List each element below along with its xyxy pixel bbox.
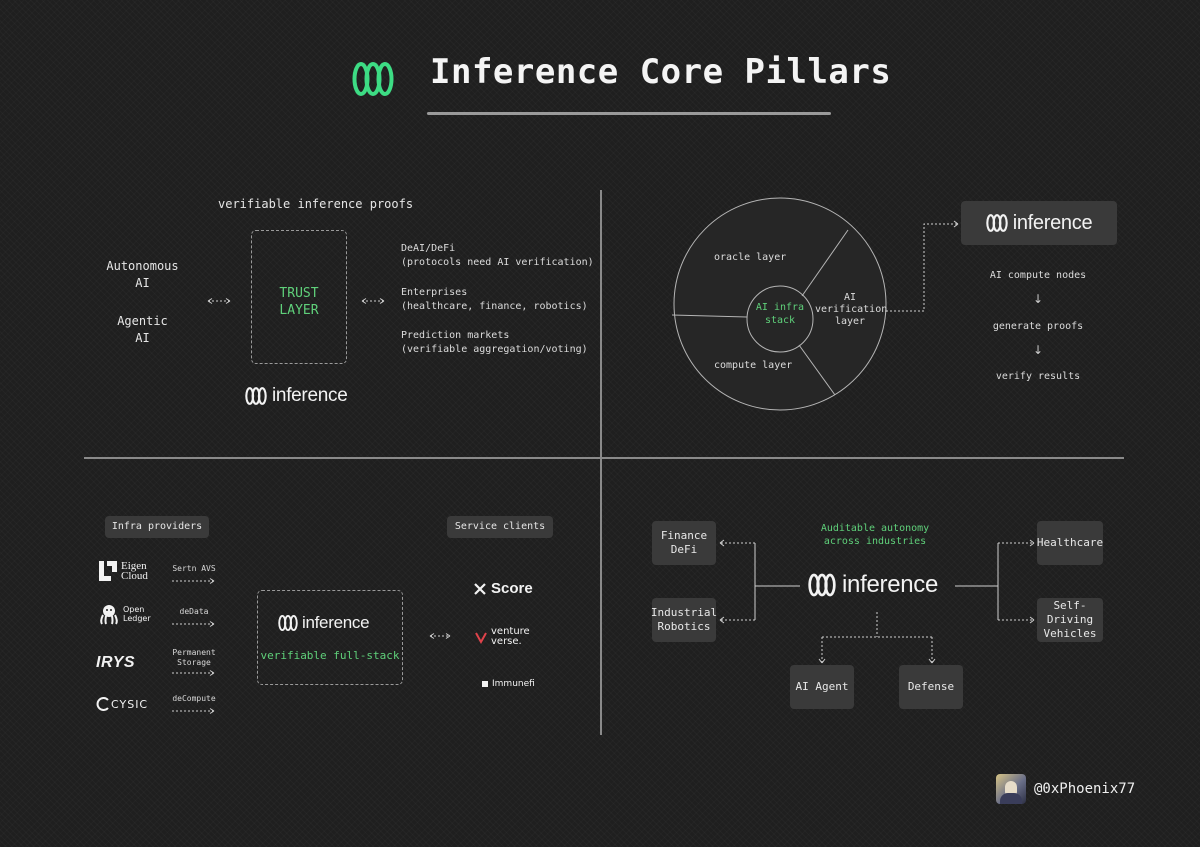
verifiable-full-stack-label: verifiable full-stack <box>260 649 400 662</box>
compute-layer-label: compute layer <box>714 360 793 371</box>
provider-arrow <box>172 621 215 627</box>
page-title: Inference Core Pillars <box>430 52 892 92</box>
arrow-label-dedata: deData <box>179 607 209 616</box>
flow-generate-proofs: generate proofs <box>992 321 1084 332</box>
author-handle: @0xPhoenix77 <box>1034 781 1136 797</box>
arrow-label-decompute: deCompute <box>172 694 216 703</box>
score-logo-icon <box>474 582 486 595</box>
industry-healthcare: Healthcare <box>1037 521 1103 565</box>
client-venture-verse: venture verse. <box>475 627 530 647</box>
flow-verify-results: verify results <box>995 371 1081 382</box>
use-case-prediction: Prediction markets (verifiable aggregati… <box>401 330 588 355</box>
ai-verification-layer-label: AI verification layer <box>815 292 888 327</box>
q4-inference-logo: inference <box>808 571 938 599</box>
inference-wordmark: inference <box>272 385 348 406</box>
infra-providers-title: Infra providers <box>105 516 209 538</box>
inference-logo-icon <box>352 62 394 96</box>
infra-stack-diagram <box>671 197 887 411</box>
provider-arrow <box>172 708 215 714</box>
trust-layer-label: TRUST LAYER <box>279 286 319 318</box>
service-clients-title: Service clients <box>447 516 553 538</box>
divider-vertical <box>600 190 602 735</box>
client-immunefi: Immunefi <box>481 679 535 689</box>
provider-irys: IRYS <box>96 654 136 671</box>
divider-horizontal <box>84 457 1124 459</box>
use-case-deai: DeAI/DeFi (protocols need AI verificatio… <box>401 243 594 268</box>
eigen-logo-icon <box>99 561 117 581</box>
flow-down-arrow: ↓ <box>1032 292 1044 306</box>
industry-defense: Defense <box>899 665 963 709</box>
full-stack-box <box>257 590 403 685</box>
avatar <box>996 774 1026 804</box>
q3-bidirectional-arrow <box>429 633 451 639</box>
provider-open-ledger: Open Ledger <box>98 603 151 625</box>
cysic-logo-icon <box>96 697 109 711</box>
q3-inference-logo: inference <box>278 613 370 633</box>
q1-caption: verifiable inference proofs <box>218 197 414 211</box>
q1-arrow-right <box>361 298 385 304</box>
q2-connector-arrow <box>886 220 959 312</box>
arrow-label-permanent-storage: Permanent Storage <box>172 648 216 667</box>
immunefi-logo-icon <box>482 681 488 687</box>
inference-wordmark: inference <box>842 571 939 598</box>
inference-logo-icon <box>985 214 1008 232</box>
trust-layer-box <box>251 230 347 364</box>
venture-verse-logo-icon <box>475 632 487 645</box>
provider-cysic: CYSIC <box>96 697 148 711</box>
oracle-layer-label: oracle layer <box>714 252 787 263</box>
industry-industrial-robotics: Industrial Robotics <box>651 598 717 642</box>
industry-ai-agent: AI Agent <box>790 665 854 709</box>
inference-wordmark: inference <box>302 613 370 632</box>
q4-connectors <box>719 539 1035 664</box>
author-credit: @0xPhoenix77 <box>996 774 1135 804</box>
flow-down-arrow: ↓ <box>1032 343 1044 357</box>
industry-finance-defi: Finance DeFi <box>652 521 716 565</box>
octopus-logo-icon <box>100 605 118 625</box>
flow-compute-nodes: AI compute nodes <box>989 270 1087 281</box>
industry-self-driving: Self-Driving Vehicles <box>1037 598 1103 642</box>
provider-eigen-cloud: Eigen Cloud <box>98 560 148 582</box>
q2-inference-badge: inference <box>961 201 1117 245</box>
client-score: Score <box>473 580 533 597</box>
inference-logo-icon <box>278 614 298 632</box>
arrow-label-sertn-avs: Sertn AVS <box>172 564 216 573</box>
title-underline <box>427 112 831 115</box>
provider-arrow <box>172 670 215 676</box>
use-case-enterprises: Enterprises (healthcare, finance, roboti… <box>401 287 588 312</box>
inference-logo-icon <box>245 387 267 405</box>
q1-inference-logo: inference <box>245 385 348 407</box>
inference-logo-icon <box>808 573 836 597</box>
autonomous-ai-label: Autonomous AI <box>106 259 179 290</box>
ai-infra-stack-label: AI infra stack <box>755 302 805 326</box>
provider-arrow <box>172 578 215 584</box>
inner-core <box>746 285 814 353</box>
auditable-autonomy-caption: Auditable autonomy across industries <box>820 523 930 547</box>
inference-wordmark: inference <box>1012 211 1093 234</box>
q1-arrow-left <box>207 298 231 304</box>
agentic-ai-label: Agentic AI <box>117 314 168 345</box>
